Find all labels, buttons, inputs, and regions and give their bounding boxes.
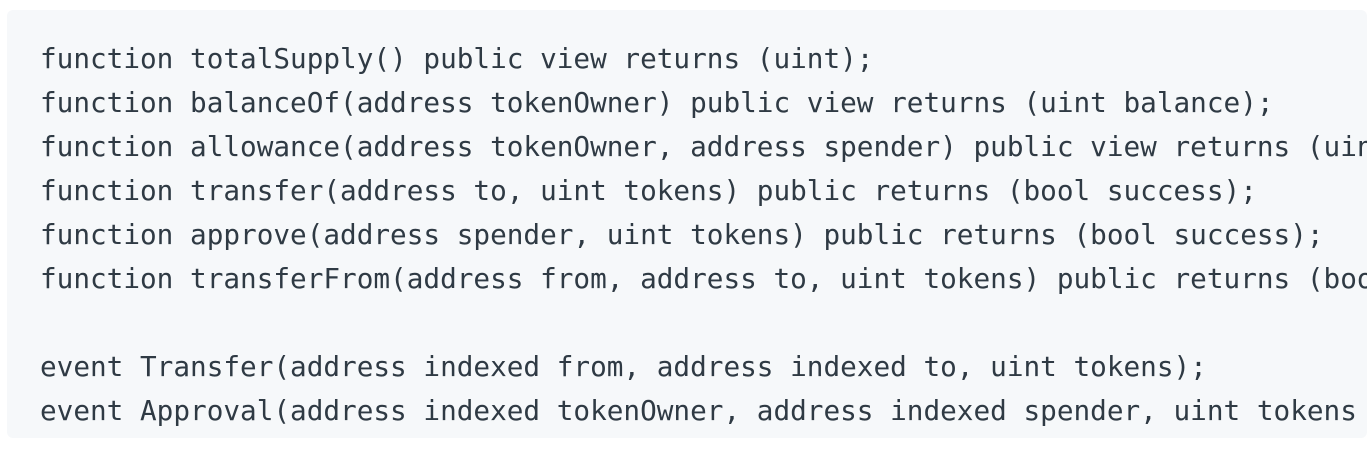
code-block: function totalSupply() public view retur…: [7, 10, 1367, 438]
code-line-transfer: function transfer(address to, uint token…: [40, 174, 1257, 207]
code-line-total-supply: function totalSupply() public view retur…: [40, 42, 874, 75]
code-line-transfer-from: function transferFrom(address from, addr…: [40, 262, 1367, 295]
code-line-event-transfer: event Transfer(address indexed from, add…: [40, 350, 1207, 383]
code-line-approve: function approve(address spender, uint t…: [40, 218, 1324, 251]
code-line-allowance: function allowance(address tokenOwner, a…: [40, 130, 1367, 163]
code-line-balance-of: function balanceOf(address tokenOwner) p…: [40, 86, 1274, 119]
code-line-blank: [40, 301, 1367, 345]
code-content: function totalSupply() public view retur…: [7, 10, 1367, 433]
code-line-event-approval: event Approval(address indexed tokenOwne…: [40, 394, 1357, 427]
